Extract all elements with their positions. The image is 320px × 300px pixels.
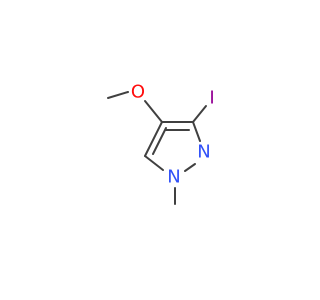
bond-n1-c5 bbox=[144, 155, 164, 171]
bond-c3-iodine bbox=[192, 105, 207, 123]
iodine-atom-label: I bbox=[209, 88, 214, 109]
structure-canvas: O I N N bbox=[107, 81, 215, 205]
bond-c3-n2 bbox=[192, 121, 201, 142]
nitrogen-n2-atom-label: N bbox=[197, 142, 210, 163]
bond-oxygen-c4 bbox=[144, 100, 163, 123]
bond-methyl-oxygen bbox=[107, 91, 129, 99]
oxygen-atom-label: O bbox=[131, 82, 145, 103]
nitrogen-n1-atom-label: N bbox=[167, 167, 180, 188]
bond-c5-c4 bbox=[144, 121, 163, 157]
bond-c5-c4-double bbox=[152, 127, 167, 155]
bond-n2-n1 bbox=[184, 163, 196, 172]
molecule-structure: O I N N bbox=[107, 82, 215, 205]
